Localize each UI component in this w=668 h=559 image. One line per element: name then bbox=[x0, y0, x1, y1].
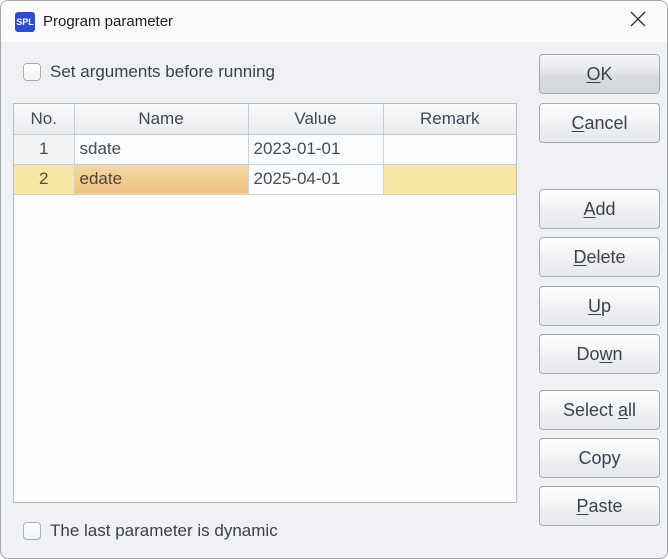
column-header-value: Value bbox=[248, 104, 384, 135]
cell-remark[interactable] bbox=[383, 164, 516, 195]
checkbox-label: The last parameter is dynamic bbox=[50, 521, 278, 540]
cell-value[interactable]: 2025-04-01 bbox=[248, 164, 384, 195]
delete-button[interactable]: Delete bbox=[539, 237, 660, 277]
titlebar[interactable]: SPL Program parameter bbox=[1, 1, 667, 42]
checkbox-box[interactable] bbox=[23, 522, 41, 540]
up-button[interactable]: Up bbox=[539, 286, 660, 326]
paste-button[interactable]: Paste bbox=[539, 486, 660, 526]
down-button[interactable]: Down bbox=[539, 334, 660, 374]
cell-no[interactable]: 2 bbox=[14, 164, 75, 195]
spl-logo-icon: SPL bbox=[15, 12, 35, 32]
cell-no[interactable]: 1 bbox=[14, 134, 75, 165]
cell-name[interactable]: edate bbox=[74, 164, 249, 195]
dynamic-parameter-checkbox[interactable]: The last parameter is dynamic bbox=[23, 521, 278, 541]
window-title: Program parameter bbox=[43, 13, 174, 30]
checkbox-label: Set arguments before running bbox=[50, 62, 275, 81]
select-all-button[interactable]: Select all bbox=[539, 390, 660, 430]
copy-button[interactable]: Copy bbox=[539, 438, 660, 478]
ok-button[interactable]: OK bbox=[539, 54, 660, 94]
add-button[interactable]: Add bbox=[539, 189, 660, 229]
cell-remark[interactable] bbox=[383, 134, 516, 165]
column-header-no: No. bbox=[14, 104, 75, 135]
close-button[interactable] bbox=[615, 2, 661, 41]
set-arguments-checkbox[interactable]: Set arguments before running bbox=[23, 62, 275, 82]
cell-value[interactable]: 2023-01-01 bbox=[248, 134, 384, 165]
cancel-button[interactable]: Cancel bbox=[539, 103, 660, 143]
column-header-remark: Remark bbox=[383, 104, 516, 135]
checkbox-box[interactable] bbox=[23, 63, 41, 81]
close-icon bbox=[629, 10, 647, 33]
cell-name[interactable]: sdate bbox=[74, 134, 249, 165]
column-header-name: Name bbox=[74, 104, 249, 135]
